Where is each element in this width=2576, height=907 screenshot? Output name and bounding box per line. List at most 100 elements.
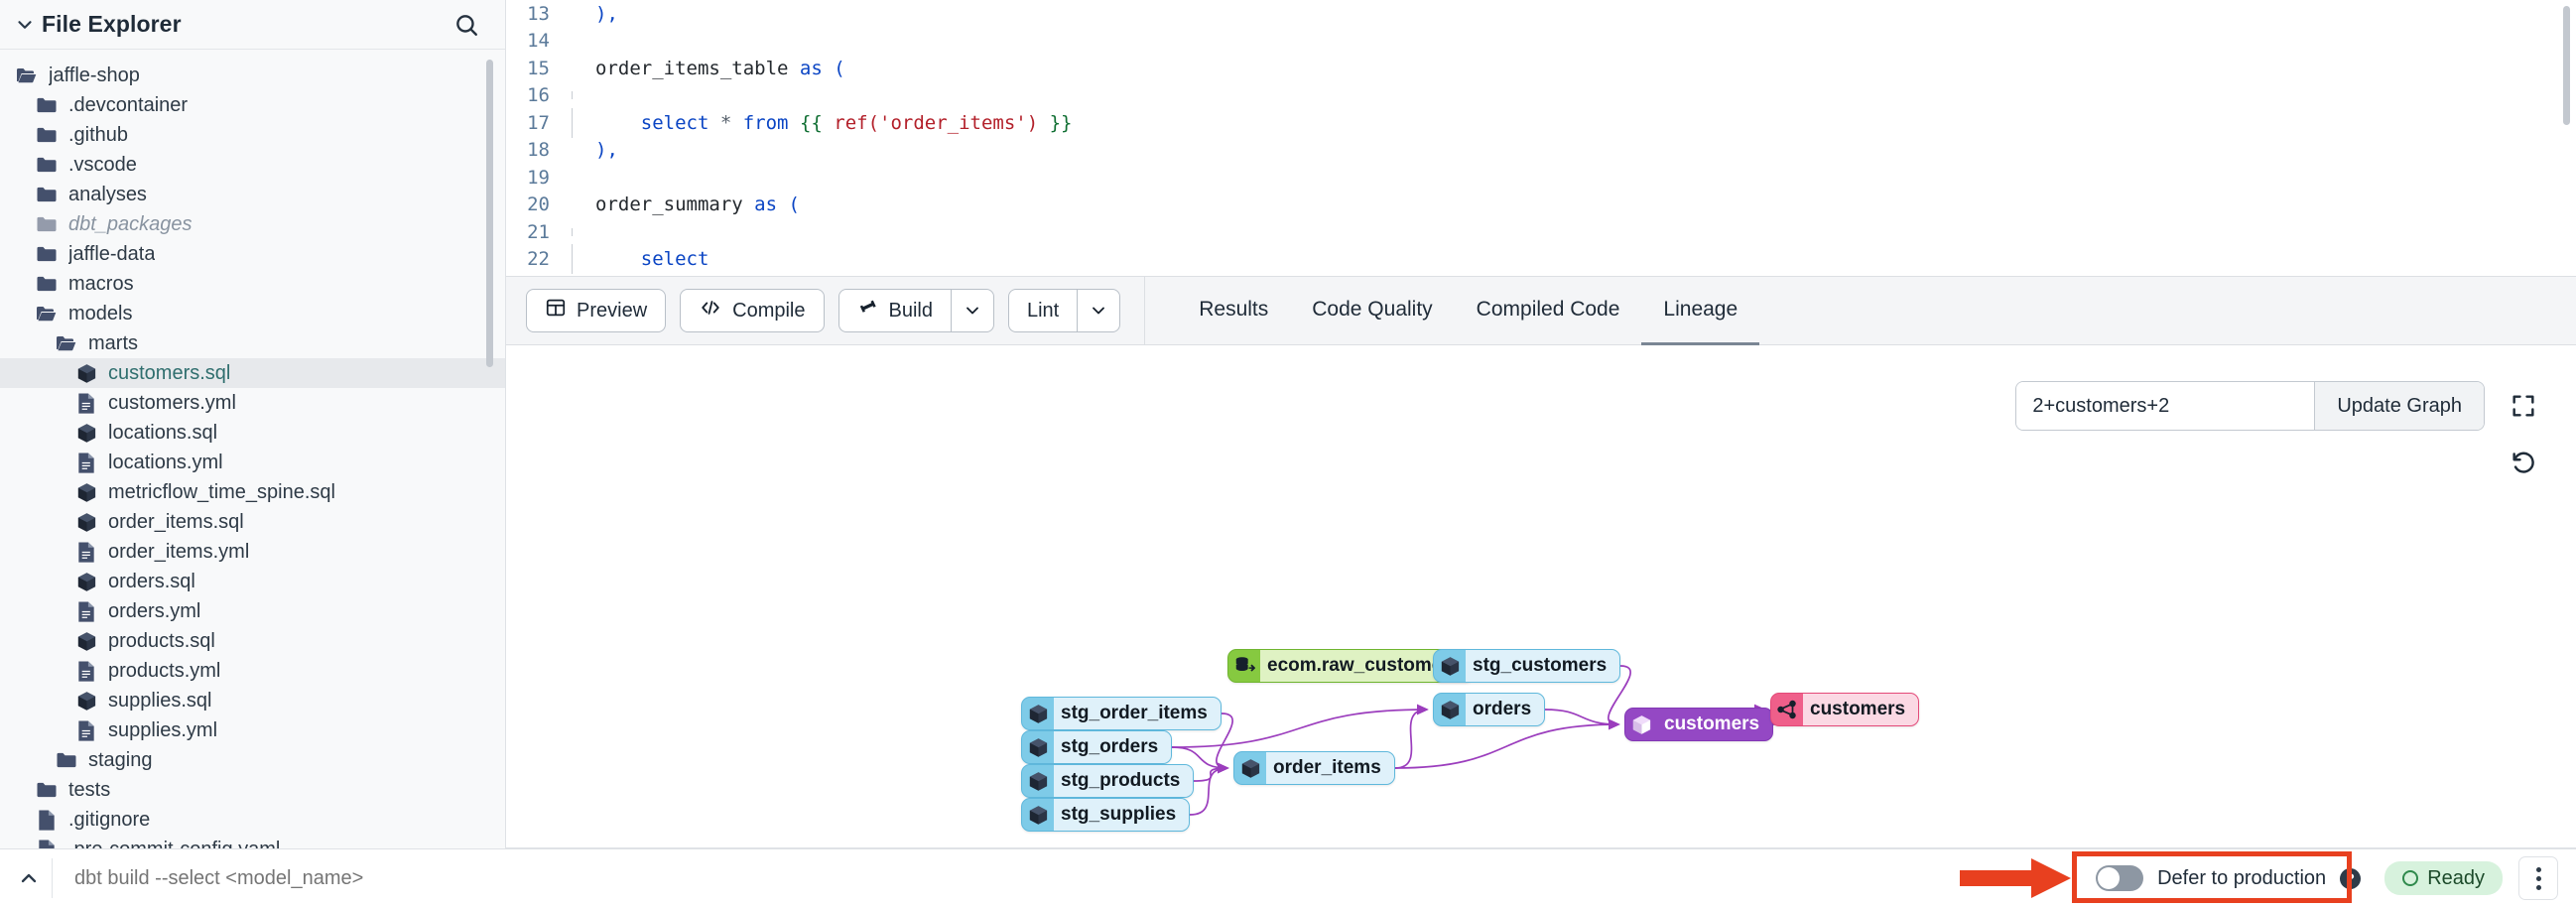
tree-item-marts[interactable]: marts — [0, 328, 505, 358]
reset-rotate-icon[interactable] — [2507, 445, 2540, 478]
lineage-node-stg-products[interactable]: stg_products — [1021, 764, 1195, 798]
lineage-node-stg-supplies[interactable]: stg_supplies — [1021, 798, 1191, 832]
command-input[interactable] — [63, 866, 2083, 890]
tab-results[interactable]: Results — [1199, 298, 1269, 321]
lineage-node-label: orders — [1466, 694, 1545, 725]
tree-item-supplies-yml[interactable]: supplies.yml — [0, 715, 505, 745]
code-token: select — [595, 111, 720, 134]
expand-fullscreen-icon[interactable] — [2507, 389, 2540, 423]
tree-item-pre-commit-config-yaml[interactable]: .pre-commit-config.yaml — [0, 835, 505, 848]
model-cube-icon — [1434, 694, 1466, 725]
lineage-node-customers-model[interactable]: customers — [1624, 708, 1774, 741]
code-token: as — [799, 57, 835, 79]
code-line[interactable]: 22 select — [506, 244, 2576, 275]
tree-item-staging[interactable]: staging — [0, 745, 505, 775]
tree-item-products-sql[interactable]: products.sql — [0, 626, 505, 656]
status-bar: Defer to production ? Ready — [0, 848, 2576, 907]
tree-item-order-items-yml[interactable]: order_items.yml — [0, 537, 505, 567]
code-line[interactable]: 16 — [506, 82, 2576, 110]
tree-item-order-items-sql[interactable]: order_items.sql — [0, 507, 505, 537]
tree-item-macros[interactable]: macros — [0, 269, 505, 299]
tree-item-products-yml[interactable]: products.yml — [0, 656, 505, 686]
file-explorer-title: File Explorer — [42, 11, 182, 37]
tree-item-jaffle-shop[interactable]: jaffle-shop — [0, 61, 505, 90]
code-line[interactable]: 17 select * from {{ ref('order_items') }… — [506, 107, 2576, 138]
code-line[interactable]: 21 — [506, 218, 2576, 246]
tree-item-locations-yml[interactable]: locations.yml — [0, 448, 505, 477]
tree-item-tests[interactable]: tests — [0, 775, 505, 805]
search-icon[interactable] — [451, 10, 481, 40]
chevron-down-icon[interactable] — [14, 14, 36, 36]
result-tabs[interactable]: Results Code Quality Compiled Code Lineage — [1177, 276, 1760, 346]
tree-item-orders-yml[interactable]: orders.yml — [0, 596, 505, 626]
build-label: Build — [888, 299, 933, 322]
tree-item-metricflow-time-spine-sql[interactable]: metricflow_time_spine.sql — [0, 477, 505, 507]
editor-toolbar: Preview Compile Build — [506, 276, 2576, 346]
tree-item-analyses[interactable]: analyses — [0, 180, 505, 209]
code-line[interactable]: 19 — [506, 164, 2576, 192]
update-graph-button[interactable]: Update Graph — [2314, 382, 2484, 430]
code-token: ( — [834, 57, 845, 79]
graph-selector-input[interactable] — [2016, 382, 2315, 430]
toggle-knob — [2098, 867, 2121, 889]
tree-item-devcontainer[interactable]: .devcontainer — [0, 90, 505, 120]
file-tree[interactable]: jaffle-shop.devcontainer.github .vscode an… — [0, 50, 505, 848]
preview-button[interactable]: Preview — [526, 289, 667, 332]
question-mark-icon[interactable]: ? — [2340, 867, 2362, 889]
lineage-node-order-items[interactable]: order_items — [1233, 751, 1395, 785]
lint-button[interactable]: Lint — [1007, 289, 1078, 332]
lineage-node-customers-exposure[interactable]: customers — [1770, 693, 1920, 726]
tab-compiled-code[interactable]: Compiled Code — [1476, 298, 1620, 321]
tree-item-orders-sql[interactable]: orders.sql — [0, 567, 505, 596]
tree-item-gitignore[interactable]: .gitignore — [0, 805, 505, 835]
tree-item-models[interactable]: models — [0, 299, 505, 328]
tree-item-label: locations.yml — [108, 451, 223, 473]
lineage-node-label: stg_customers — [1466, 650, 1620, 682]
tree-item-customers-yml[interactable]: customers.yml — [0, 388, 505, 418]
tree-item-dbt-packages[interactable]: dbt_packages — [0, 209, 505, 239]
tab-code-quality[interactable]: Code Quality — [1312, 298, 1433, 321]
compile-button[interactable]: Compile — [680, 289, 825, 332]
code-text: ), — [572, 139, 618, 161]
kebab-menu-icon[interactable] — [2518, 856, 2558, 900]
code-line[interactable]: 14 — [506, 28, 2576, 56]
tree-item-vscode[interactable]: .vscode — [0, 150, 505, 180]
code-token: from — [742, 111, 800, 134]
tab-lineage[interactable]: Lineage — [1641, 277, 1760, 346]
lineage-node-stg-customers[interactable]: stg_customers — [1433, 649, 1621, 683]
build-button[interactable]: Build — [837, 289, 951, 332]
chevron-up-icon[interactable] — [10, 859, 48, 897]
tree-item-jaffle-data[interactable]: jaffle-data — [0, 239, 505, 269]
folder-open-icon — [54, 330, 79, 356]
lint-dropdown-caret[interactable] — [1077, 289, 1121, 332]
model-cube-icon — [1434, 650, 1466, 682]
editor-scrollbar-thumb[interactable] — [2563, 6, 2570, 125]
code-line[interactable]: 13), — [506, 0, 2576, 28]
model-cube-icon — [1234, 752, 1266, 784]
sidebar-scrollbar-thumb[interactable] — [486, 60, 493, 367]
tree-item-locations-sql[interactable]: locations.sql — [0, 418, 505, 448]
tree-item-github[interactable]: .github — [0, 120, 505, 150]
lineage-node-stg-order-items[interactable]: stg_order_items — [1021, 697, 1222, 730]
code-text: order_summary as ( — [572, 194, 800, 215]
tree-item-supplies-sql[interactable]: supplies.sql — [0, 686, 505, 715]
lineage-node-orders[interactable]: orders — [1433, 693, 1546, 726]
toolbar-divider — [1144, 276, 1146, 345]
lineage-node-stg-orders[interactable]: stg_orders — [1021, 730, 1173, 764]
defer-toggle[interactable] — [2096, 865, 2144, 891]
tree-item-label: .vscode — [68, 153, 137, 176]
defer-to-production-control[interactable]: Defer to production ? — [2082, 859, 2375, 897]
tree-item-customers-sql[interactable]: customers.sql — [0, 358, 505, 388]
model-cube-icon — [1022, 698, 1054, 729]
status-label: Ready — [2427, 866, 2485, 889]
code-line[interactable]: 18), — [506, 137, 2576, 165]
build-dropdown-caret[interactable] — [950, 289, 994, 332]
tree-item-label: customers.yml — [108, 391, 236, 414]
line-number: 16 — [527, 84, 550, 107]
